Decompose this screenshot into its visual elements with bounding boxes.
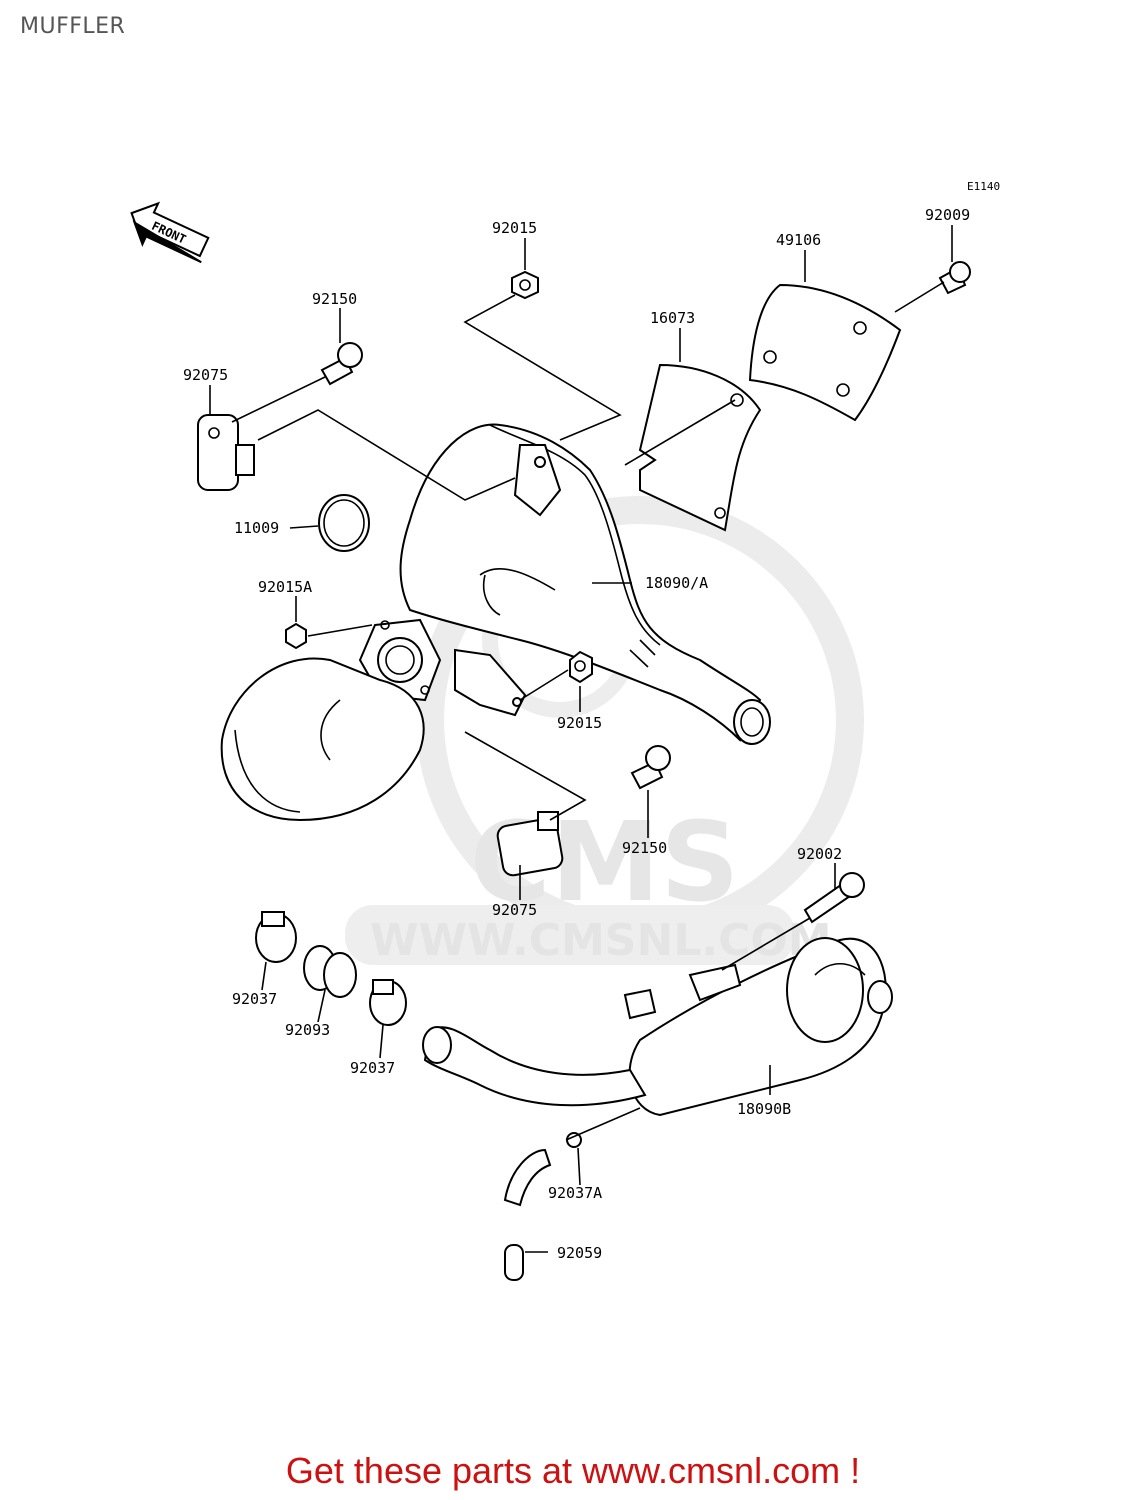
part-label: 92093 bbox=[285, 1021, 330, 1039]
part-label: 92037 bbox=[350, 1059, 395, 1077]
heat-guard-16073 bbox=[638, 363, 762, 532]
heat-guard-49106 bbox=[748, 283, 902, 422]
part-label: 92075 bbox=[183, 366, 228, 384]
watermark-url: WWW.CMSNL.COM bbox=[370, 915, 832, 966]
front-arrow-icon: FRONT bbox=[130, 201, 210, 264]
promo-link[interactable]: Get these parts at www.cmsnl.com ! bbox=[285, 1450, 861, 1491]
expansion-chamber bbox=[220, 423, 771, 822]
part-label: 92075 bbox=[492, 901, 537, 919]
nut-92015-mid bbox=[569, 650, 593, 684]
part-label: 92015 bbox=[557, 714, 602, 732]
nut-92015-top bbox=[511, 270, 539, 300]
part-label: 92037 bbox=[232, 990, 277, 1008]
part-label: 18090/A bbox=[645, 574, 708, 592]
part-labels: 92009 49106 92015 16073 92150 92075 1100… bbox=[183, 206, 970, 1262]
part-label: 11009 bbox=[234, 519, 279, 537]
part-label: 49106 bbox=[776, 231, 821, 249]
part-label: 92015A bbox=[258, 578, 312, 596]
gasket-11009 bbox=[318, 494, 370, 552]
part-label: 92150 bbox=[622, 839, 667, 857]
part-label: 18090B bbox=[737, 1100, 791, 1118]
coupler-92093 bbox=[303, 945, 357, 998]
part-label: 92009 bbox=[925, 206, 970, 224]
part-label: 92059 bbox=[557, 1244, 602, 1262]
part-label: 92037A bbox=[548, 1184, 602, 1202]
diagram-code: E1140 bbox=[967, 180, 1000, 193]
clamp-92037-left bbox=[255, 911, 297, 963]
clamp-92037-right bbox=[369, 979, 407, 1026]
nut-92015a bbox=[285, 622, 307, 650]
part-label: 92015 bbox=[492, 219, 537, 237]
leader-lines bbox=[209, 225, 953, 1253]
silencer bbox=[422, 937, 893, 1117]
bolt-92150-top bbox=[320, 342, 363, 386]
part-label: 92002 bbox=[797, 845, 842, 863]
plate-92075-mid bbox=[496, 811, 564, 877]
part-label: 16073 bbox=[650, 309, 695, 327]
part-label: 92150 bbox=[312, 290, 357, 308]
page-title: MUFFLER bbox=[20, 14, 126, 39]
plate-92075-top bbox=[197, 414, 255, 491]
bolt-92009 bbox=[938, 261, 971, 295]
bolt-92150-mid bbox=[630, 745, 671, 790]
hose-92059 bbox=[503, 1148, 552, 1281]
